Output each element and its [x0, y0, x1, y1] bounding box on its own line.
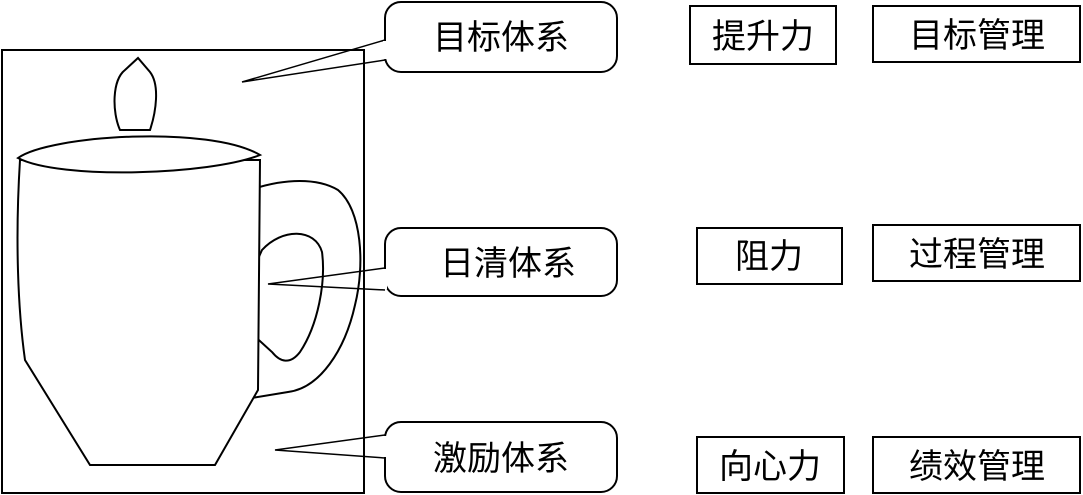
callout-incentive-system: 激励体系 [274, 421, 618, 493]
callout-pointer-incentive [274, 434, 386, 459]
cup-lid-knob [113, 56, 157, 131]
callout-pointer-target [241, 39, 386, 83]
cup-body [16, 159, 262, 466]
callout-label-daily: 日清体系 [440, 244, 576, 284]
management-column: 目标管理 过程管理 绩效管理 [872, 5, 1081, 494]
management-label-target: 目标管理 [909, 16, 1045, 56]
callout-pointer-daily [267, 267, 386, 291]
management-label-performance: 绩效管理 [909, 447, 1045, 487]
callout-label-target: 目标体系 [433, 18, 569, 58]
force-box-lift [689, 5, 837, 65]
management-box-target [872, 5, 1081, 63]
cup-lid [16, 135, 263, 174]
force-label-lift: 提升力 [712, 17, 814, 57]
callout-daily-system: 日清体系 [267, 227, 618, 297]
force-box-resistance [696, 227, 843, 285]
management-label-process: 过程管理 [909, 235, 1045, 275]
management-box-performance [872, 436, 1081, 494]
forces-column: 提升力 阻力 向心力 [689, 5, 845, 494]
callout-target-system: 目标体系 [241, 1, 618, 83]
force-box-cohesion [696, 436, 845, 494]
management-box-process [872, 224, 1081, 282]
cup-illustration [16, 56, 362, 466]
force-label-cohesion: 向心力 [719, 447, 821, 487]
callout-box-daily [384, 227, 618, 297]
force-label-resistance: 阻力 [735, 237, 803, 277]
cup-handle-opening [248, 232, 325, 362]
callout-label-incentive: 激励体系 [433, 439, 569, 479]
callout-box-target [384, 1, 618, 73]
